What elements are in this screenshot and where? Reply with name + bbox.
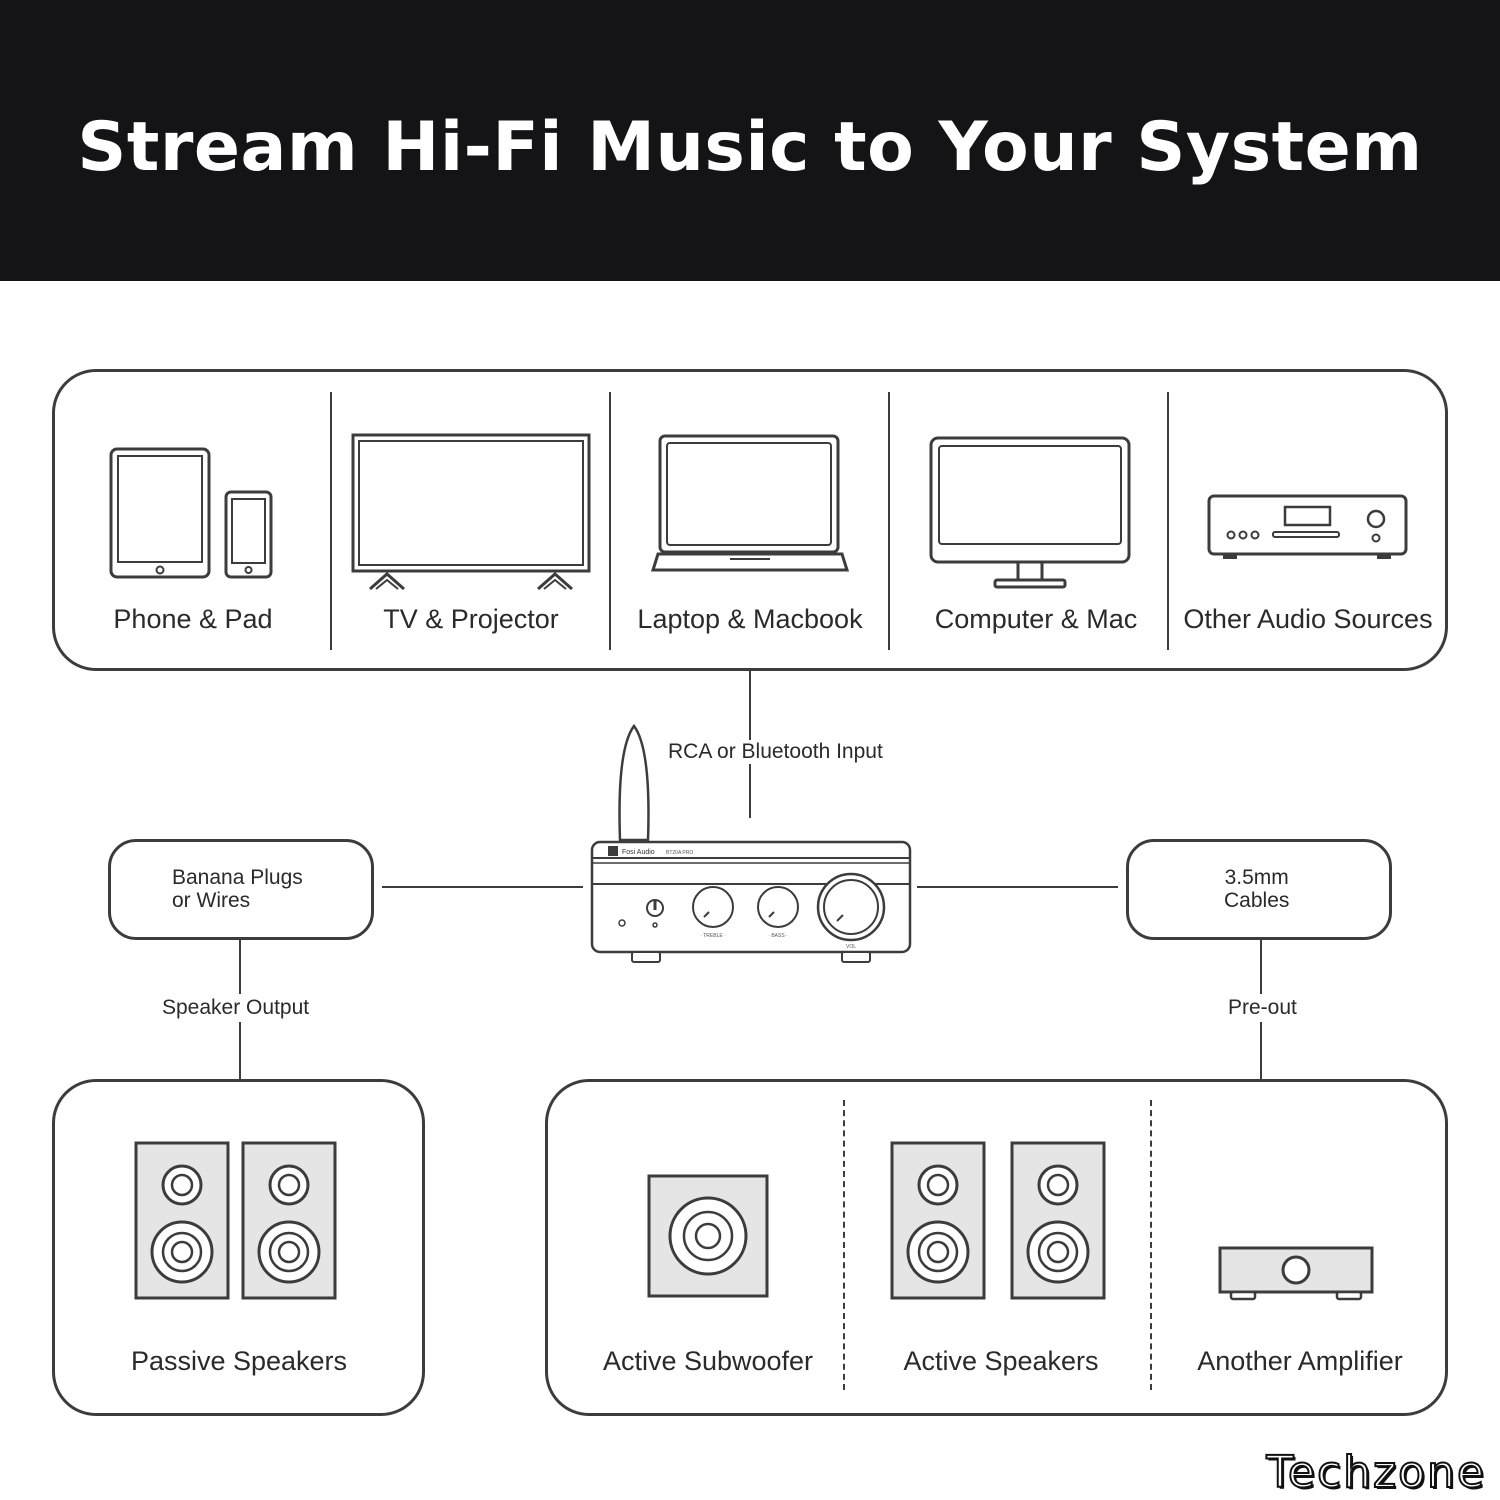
monitor-icon xyxy=(929,436,1131,589)
source-label: Laptop & Macbook xyxy=(637,604,863,634)
input-label: RCA or Bluetooth Input xyxy=(666,740,885,764)
divider xyxy=(888,392,890,650)
source-label: Computer & Mac xyxy=(934,604,1138,634)
dashed-divider xyxy=(1150,1100,1152,1390)
amplifier-icon xyxy=(1218,1246,1374,1301)
tv-icon xyxy=(351,433,591,591)
audio-player-icon xyxy=(1207,494,1408,559)
laptop-icon xyxy=(650,434,850,572)
right-connector-line xyxy=(917,886,1118,888)
output-label: Another Amplifier xyxy=(1197,1346,1403,1376)
svg-text:· TREBLE ·: · TREBLE · xyxy=(700,933,726,939)
output-label: Active Speakers xyxy=(903,1346,1099,1376)
speaker-pair-icon xyxy=(134,1141,337,1300)
source-label: TV & Projector xyxy=(383,604,559,634)
tablet-phone-icon xyxy=(109,447,273,579)
banana-plugs-label: Banana Plugs or Wires xyxy=(172,866,303,912)
amplifier-device-icon: Fosi Audio BT20A PRO · TREBLE · · BASS ·… xyxy=(590,723,912,963)
header-banner: Stream Hi-Fi Music to Your System xyxy=(0,0,1500,281)
output-label: Passive Speakers xyxy=(130,1346,348,1376)
source-label: Other Audio Sources xyxy=(1183,604,1433,634)
speaker-pair-icon xyxy=(890,1141,1106,1300)
cables-label: 3.5mm Cables xyxy=(1224,866,1290,912)
svg-text:· BASS ·: · BASS · xyxy=(768,933,788,939)
amp-model-text: BT20A PRO xyxy=(666,850,693,856)
divider xyxy=(1167,392,1169,650)
page-title: Stream Hi-Fi Music to Your System xyxy=(77,108,1423,187)
cables-pill xyxy=(1126,839,1392,940)
dashed-divider xyxy=(843,1100,845,1390)
divider xyxy=(330,392,332,650)
left-connector-line xyxy=(382,886,583,888)
watermark-logo: Techzone xyxy=(1265,1446,1486,1499)
passive-output-panel xyxy=(52,1079,425,1416)
output-label: Active Subwoofer xyxy=(602,1346,814,1376)
pre-out-label: Pre-out xyxy=(1226,994,1299,1022)
source-label: Phone & Pad xyxy=(113,604,273,634)
subwoofer-icon xyxy=(647,1174,769,1298)
speaker-output-label: Speaker Output xyxy=(160,994,312,1022)
divider xyxy=(609,392,611,650)
svg-text:VOL: VOL xyxy=(846,944,856,950)
banana-plugs-pill xyxy=(108,839,374,940)
amp-brand-text: Fosi Audio xyxy=(622,849,655,856)
